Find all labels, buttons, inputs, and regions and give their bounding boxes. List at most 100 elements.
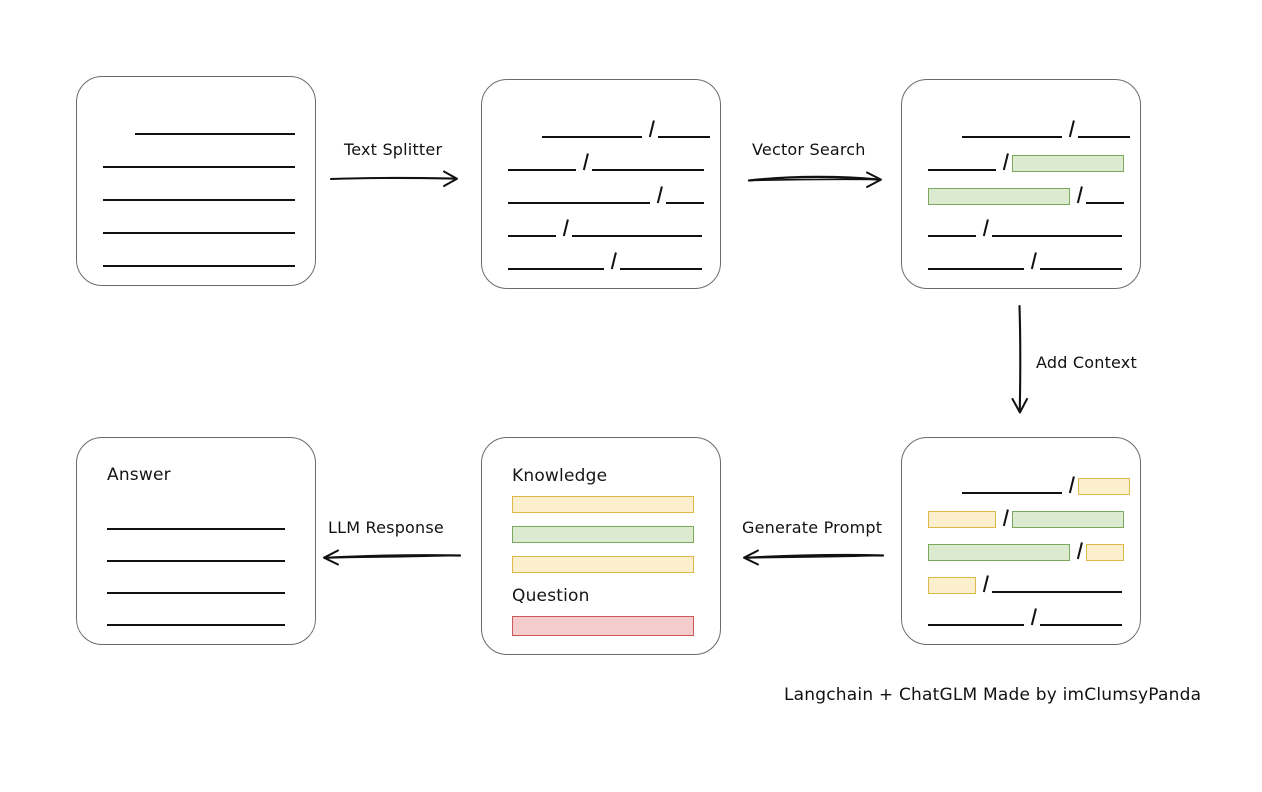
text-line-segment xyxy=(107,510,285,530)
slash-separator xyxy=(1070,540,1086,560)
document-line xyxy=(77,181,295,201)
document-line xyxy=(902,573,1122,594)
line-indent xyxy=(902,250,928,270)
node-split-chunks[interactable] xyxy=(481,79,721,289)
slash-separator xyxy=(650,184,666,204)
highlighted-chunk-yellow xyxy=(1086,544,1124,561)
edge-text-splitter: Text Splitter xyxy=(329,140,465,190)
line-indent xyxy=(902,573,928,593)
text-line-segment xyxy=(928,250,1024,270)
highlighted-chunk-green xyxy=(928,544,1070,561)
document-line xyxy=(902,474,1130,495)
text-line-segment xyxy=(107,574,285,594)
text-line-segment xyxy=(508,184,650,204)
document-line xyxy=(77,247,295,267)
text-line-segment xyxy=(103,247,295,267)
prompt-knowledge-bars-item-yellow xyxy=(512,496,694,513)
line-indent xyxy=(902,184,928,204)
document-line xyxy=(902,507,1124,528)
slash-separator xyxy=(604,250,620,270)
prompt-knowledge-bars-item-yellow xyxy=(512,556,694,573)
text-line-segment xyxy=(1078,118,1130,138)
highlighted-chunk-green xyxy=(1012,511,1124,528)
document-line xyxy=(482,118,710,138)
document-line xyxy=(482,184,704,204)
slash-separator xyxy=(1070,184,1086,204)
slash-separator xyxy=(1062,118,1078,138)
line-indent xyxy=(77,574,107,594)
slash-separator xyxy=(976,573,992,593)
footer-credit: Langchain + ChatGLM Made by imClumsyPand… xyxy=(784,685,1202,705)
line-indent xyxy=(482,184,508,204)
document-line xyxy=(482,151,704,171)
slash-separator xyxy=(1024,250,1040,270)
text-line-segment xyxy=(658,118,710,138)
slash-separator xyxy=(1062,474,1078,494)
text-line-segment xyxy=(928,151,996,171)
document-line xyxy=(77,115,295,135)
text-line-segment xyxy=(508,151,576,171)
line-indent xyxy=(902,474,962,494)
document-line xyxy=(77,606,285,626)
text-line-segment xyxy=(508,217,556,237)
answer-heading: Answer xyxy=(107,465,171,485)
text-line-segment xyxy=(962,118,1062,138)
text-line-segment xyxy=(542,118,642,138)
edge-generate-prompt-arrow xyxy=(743,549,885,566)
edge-text-splitter-label: Text Splitter xyxy=(344,140,443,159)
prompt-knowledge-bars-item-green xyxy=(512,526,694,543)
document-line xyxy=(77,148,295,168)
node-matched-chunks[interactable] xyxy=(901,79,1141,289)
slash-separator xyxy=(976,217,992,237)
edge-add-context-arrow xyxy=(1011,304,1028,414)
line-indent xyxy=(77,148,103,168)
document-line xyxy=(77,542,285,562)
edge-llm-response: LLM Response xyxy=(322,518,462,568)
prompt-knowledge-heading: Knowledge xyxy=(512,466,608,486)
edge-vector-search-label: Vector Search xyxy=(752,140,866,159)
text-line-segment xyxy=(1086,184,1124,204)
prompt-question-bars-item-red xyxy=(512,616,694,636)
edge-text-splitter-arrow xyxy=(329,170,458,187)
text-line-segment xyxy=(103,181,295,201)
line-indent xyxy=(902,540,928,560)
text-line-segment xyxy=(592,151,704,171)
slash-separator xyxy=(996,151,1012,171)
line-indent xyxy=(902,151,928,171)
line-indent xyxy=(482,118,542,138)
highlighted-chunk-green xyxy=(1012,155,1124,172)
line-indent xyxy=(77,606,107,626)
node-context-chunks[interactable] xyxy=(901,437,1141,645)
edge-add-context-label: Add Context xyxy=(1036,353,1137,372)
highlighted-chunk-yellow xyxy=(1078,478,1130,495)
document-line xyxy=(902,250,1122,270)
document-line xyxy=(902,606,1122,626)
node-answer[interactable]: Answer xyxy=(76,437,316,645)
edge-generate-prompt-label: Generate Prompt xyxy=(742,518,883,537)
document-line xyxy=(902,118,1130,138)
document-line xyxy=(77,214,295,234)
text-line-segment xyxy=(1040,606,1122,626)
document-line xyxy=(482,217,702,237)
slash-separator xyxy=(642,118,658,138)
text-line-segment xyxy=(135,115,295,135)
slash-separator xyxy=(556,217,572,237)
text-line-segment xyxy=(572,217,702,237)
highlighted-chunk-yellow xyxy=(928,577,976,594)
text-line-segment xyxy=(992,573,1122,593)
node-source-document[interactable] xyxy=(76,76,316,286)
text-line-segment xyxy=(1040,250,1122,270)
text-line-segment xyxy=(103,214,295,234)
text-line-segment xyxy=(107,606,285,626)
line-indent xyxy=(902,606,928,626)
line-indent xyxy=(482,217,508,237)
text-line-segment xyxy=(107,542,285,562)
document-line xyxy=(77,574,285,594)
text-line-segment xyxy=(992,217,1122,237)
slash-separator xyxy=(576,151,592,171)
node-prompt[interactable]: Knowledge Question xyxy=(481,437,721,655)
document-line xyxy=(77,510,285,530)
line-indent xyxy=(482,151,508,171)
edge-vector-search-arrow xyxy=(747,171,882,188)
